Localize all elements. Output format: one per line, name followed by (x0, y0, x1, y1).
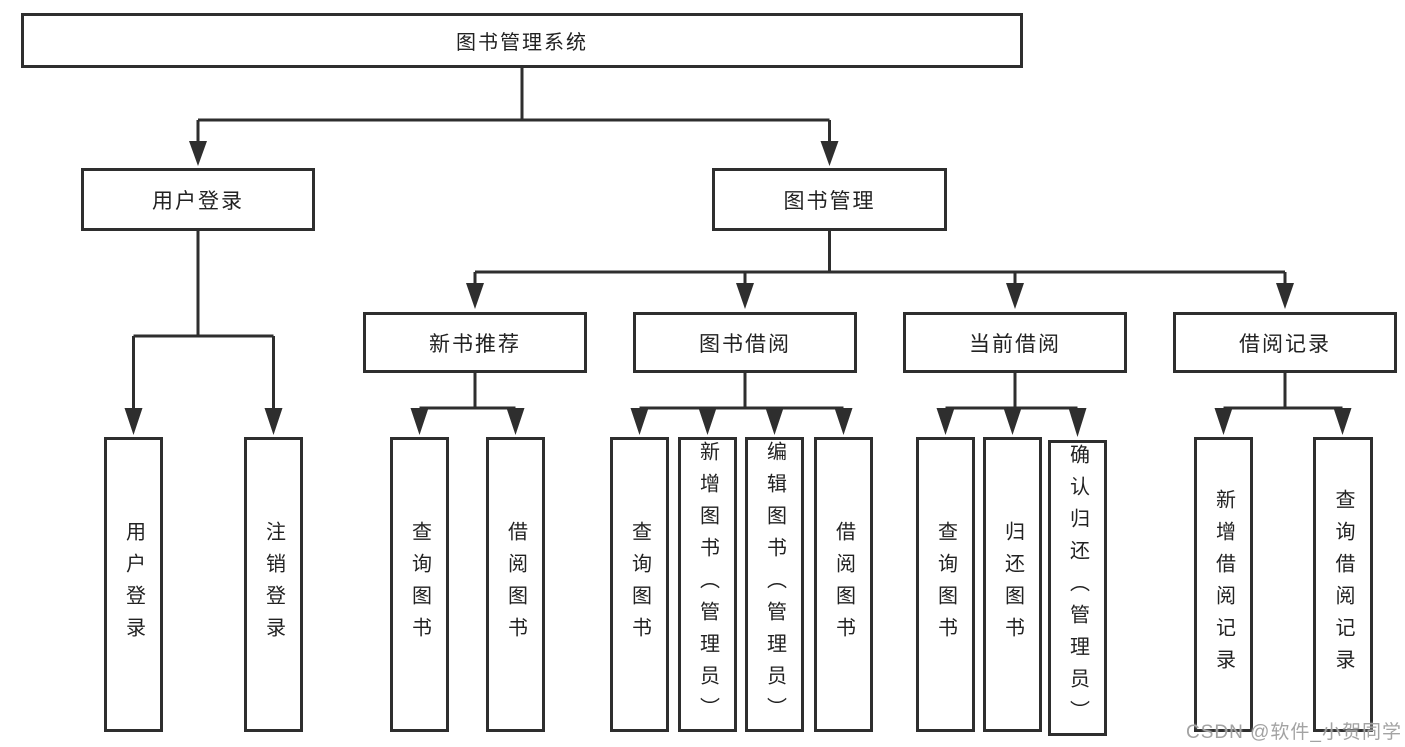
node-current-borrowing: 当前借阅 (903, 312, 1127, 373)
leaf-label: 编辑图书（管理员） (763, 440, 786, 729)
leaf-logout: 注销登录 (244, 437, 303, 732)
leaf-add-books-admin: 新增图书（管理员） (678, 437, 737, 732)
leaf-query-books-2: 查询图书 (610, 437, 669, 732)
arrowhead (189, 141, 207, 166)
node-library-management-system: 图书管理系统 (21, 13, 1023, 68)
node-label: 用户登录 (152, 189, 244, 213)
leaf-query-books-1: 查询图书 (390, 437, 449, 732)
leaf-label: 用户登录 (122, 520, 145, 649)
leaf-label: 借阅图书 (832, 520, 855, 649)
leaf-borrow-books-1: 借阅图书 (486, 437, 545, 732)
leaf-label: 借阅图书 (504, 520, 527, 649)
node-label: 当前借阅 (969, 332, 1061, 356)
node-book-borrowing: 图书借阅 (633, 312, 857, 373)
arrowhead (264, 408, 283, 435)
arrowhead (698, 408, 717, 435)
connector-lines (132, 68, 1343, 410)
node-label: 借阅记录 (1239, 332, 1331, 356)
leaf-add-borrow-record: 新增借阅记录 (1194, 437, 1253, 732)
arrowhead (1214, 408, 1233, 435)
node-user-login-group: 用户登录 (81, 168, 315, 231)
node-label: 图书借阅 (699, 332, 791, 356)
node-borrowing-records: 借阅记录 (1173, 312, 1397, 373)
arrowhead (506, 408, 525, 435)
leaf-label: 查询借阅记录 (1332, 488, 1354, 681)
arrowhead (1276, 283, 1294, 309)
arrowhead (1333, 408, 1352, 435)
leaf-label: 新增借阅记录 (1212, 488, 1235, 681)
node-label: 图书管理 (783, 189, 876, 213)
node-book-management: 图书管理 (712, 168, 947, 231)
leaf-label: 查询图书 (934, 520, 957, 649)
arrowhead (765, 408, 784, 435)
leaf-user-login: 用户登录 (104, 437, 163, 732)
leaf-confirm-return-admin: 确认归还（管理员） (1048, 440, 1107, 736)
node-label: 新书推荐 (429, 332, 521, 356)
leaf-label: 新增图书（管理员） (696, 440, 719, 729)
arrowhead (1003, 408, 1022, 435)
arrowhead (1006, 283, 1024, 309)
arrowhead (466, 283, 484, 309)
leaf-label: 确认归还（管理员） (1066, 444, 1089, 732)
leaf-return-books: 归还图书 (983, 437, 1042, 732)
arrowhead (410, 408, 429, 435)
csdn-watermark: CSDN @软件_小贺同学 (1186, 722, 1402, 743)
arrowhead (834, 408, 853, 435)
arrowhead (736, 283, 754, 309)
arrowhead (124, 408, 143, 435)
leaf-label: 注销登录 (262, 520, 285, 649)
arrowhead (820, 141, 839, 166)
leaf-label: 查询图书 (408, 520, 431, 649)
leaf-borrow-books-2: 借阅图书 (814, 437, 873, 732)
leaf-label: 查询图书 (628, 520, 651, 649)
leaf-edit-books-admin: 编辑图书（管理员） (745, 437, 804, 732)
leaf-query-borrow-record: 查询借阅记录 (1313, 437, 1373, 732)
leaf-query-books-3: 查询图书 (916, 437, 975, 732)
arrowhead (936, 408, 955, 435)
arrowhead (1068, 408, 1087, 437)
node-label: 图书管理系统 (456, 32, 588, 54)
node-new-book-recommendation: 新书推荐 (363, 312, 587, 373)
leaf-label: 归还图书 (1001, 520, 1024, 649)
arrowhead (630, 408, 649, 435)
